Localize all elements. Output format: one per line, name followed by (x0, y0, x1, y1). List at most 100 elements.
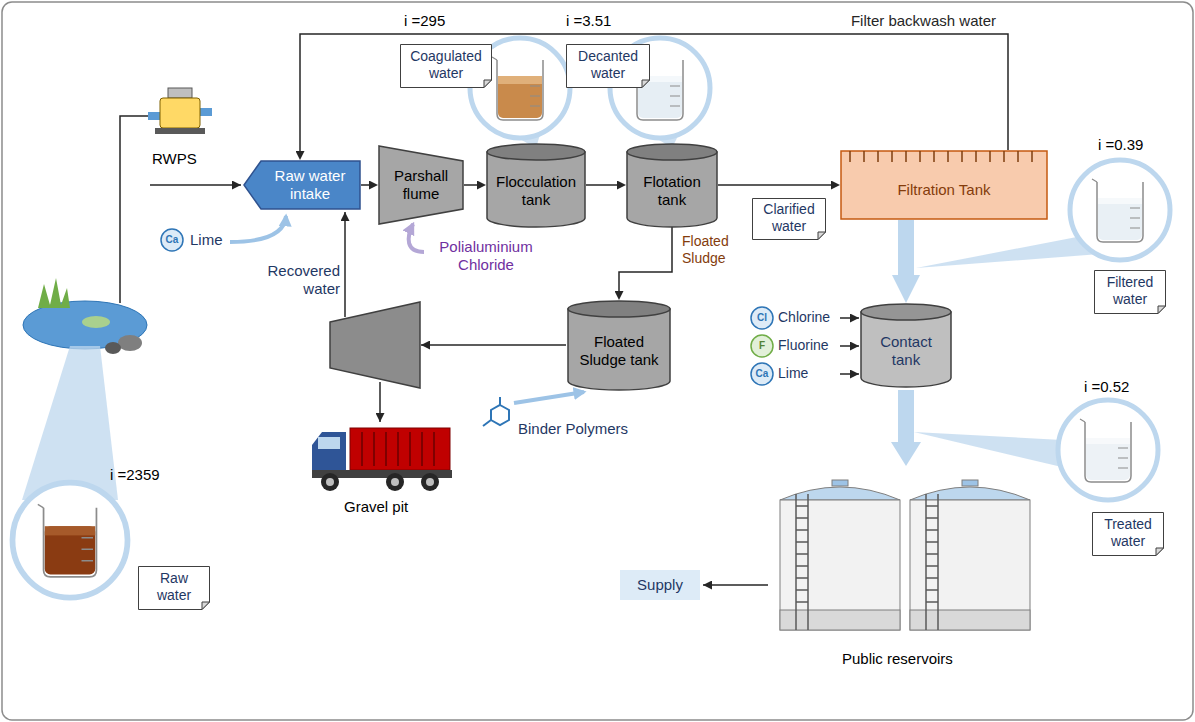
callout-outline (401, 45, 492, 88)
truck-hub (391, 478, 399, 486)
truck-container (350, 428, 450, 470)
magnifier-circle (1070, 160, 1170, 260)
illustration-label: Public reservoirs (842, 650, 953, 668)
turbidity-value: i =3.51 (566, 12, 611, 30)
chemical-label: Binder Polymers (518, 420, 628, 438)
pond-rock (118, 335, 142, 351)
destination-label: Gravel pit (344, 498, 408, 516)
beaker-marks (492, 57, 540, 106)
node-text: Raw water intake (265, 167, 355, 203)
node-text: Parshall flume (386, 167, 456, 203)
cylinder-body (568, 309, 670, 390)
box-outline (621, 571, 700, 600)
flow-line (300, 34, 1008, 151)
callout-fold (1156, 548, 1164, 556)
chemical-label: Lime (190, 231, 223, 249)
pond-rock (105, 342, 121, 354)
lime-icon (161, 229, 183, 251)
node-text: Treated water (1097, 516, 1159, 550)
truck-wheel (386, 473, 404, 491)
tank-cylinder: Flocculation tank (486, 143, 586, 227)
flow-line (361, 184, 369, 186)
turbidity-value: i =0.39 (1098, 136, 1143, 154)
beaker-liquid (45, 526, 96, 574)
sample-callout: Filtered water (1094, 270, 1166, 314)
dosing-line (840, 373, 859, 375)
pump-body (160, 98, 200, 128)
flow-line (718, 184, 831, 186)
disposal-arrow (379, 382, 381, 422)
callout-outline (139, 567, 210, 610)
chemical-label: Polialuminium Chloride (430, 238, 542, 274)
cylinder-body (487, 152, 585, 227)
pump-arrow (150, 184, 241, 186)
tank-cylinder: Floated Sludge tank (567, 300, 671, 390)
chemical-label: Lime (778, 365, 808, 382)
magnifier-wedge (914, 432, 1066, 468)
flow-line (464, 184, 477, 186)
cylinder-body (861, 312, 951, 387)
cylinder-top (568, 301, 670, 317)
flow-line (586, 184, 617, 186)
tank-cylinder: Flotation tank (626, 143, 718, 227)
node-text: Coagulated water (405, 48, 487, 82)
fluorine-icon (751, 335, 773, 357)
flow-line (619, 227, 672, 291)
flow-arrow-head (891, 442, 921, 466)
chemical-label: Chlorine (778, 309, 830, 326)
node-text: Clarified water (757, 201, 821, 235)
flume-outline (379, 146, 463, 224)
pump-motor (168, 88, 192, 98)
sample-callout: Coagulated water (400, 44, 492, 88)
magnifier-wedge (916, 236, 1100, 268)
callout-fold (202, 602, 210, 610)
truck-cab (312, 432, 346, 470)
node-text: Flocculation tank (492, 173, 580, 209)
polymer-icon (491, 405, 509, 425)
node-text: Filtration Tank (848, 181, 1040, 199)
tank-cylinder: Contact tank (860, 303, 952, 387)
cylinder-top (487, 144, 585, 160)
magnifier-wedge (22, 346, 118, 500)
callout-outline (1093, 513, 1164, 556)
beaker-liquid (1098, 198, 1142, 240)
beaker-liquid-top (1086, 438, 1130, 444)
truck-wheel (421, 473, 439, 491)
node-text: Supply (628, 576, 692, 594)
callout-fold (1158, 306, 1166, 314)
beaker-glass (1097, 182, 1143, 242)
intake-pipe (120, 116, 148, 303)
reservoir-ladder (926, 494, 938, 630)
beaker-glass (1085, 422, 1131, 482)
icon-symbol: F (750, 340, 774, 352)
chlorine-icon (751, 307, 773, 329)
truck-wheel (321, 473, 339, 491)
intake-box: Raw water intake (243, 160, 361, 210)
truck-hub (326, 478, 334, 486)
sample-callout: Clarified water (752, 198, 826, 240)
pump-base (155, 128, 205, 134)
flume-shape: Parshall flume (378, 145, 464, 225)
magnifier (1058, 400, 1158, 500)
callout-fold (484, 80, 492, 88)
icon-symbol: Ca (160, 234, 184, 246)
beaker-liquid-top (45, 526, 96, 535)
pond-grass (38, 278, 70, 308)
reservoir-roof (780, 487, 900, 500)
beaker-marks (1080, 419, 1128, 468)
dosing-arrow (230, 216, 286, 242)
callout-outline (1095, 271, 1166, 314)
edge-label: Floated Sludge (680, 233, 748, 267)
beaker-liquid-top (498, 76, 542, 84)
cylinder-top (627, 144, 717, 160)
magnifier (13, 483, 128, 598)
node-text: Floated Sludge tank (573, 333, 665, 369)
sludge-arrow (421, 344, 566, 346)
flow-arrow (898, 390, 914, 442)
dosing-arrow (514, 392, 584, 403)
turbidity-value: i =0.52 (1084, 378, 1129, 396)
filter-tank: Filtration Tank (840, 150, 1048, 220)
filter-comb (850, 151, 1032, 162)
reservoir-vent (832, 480, 848, 486)
